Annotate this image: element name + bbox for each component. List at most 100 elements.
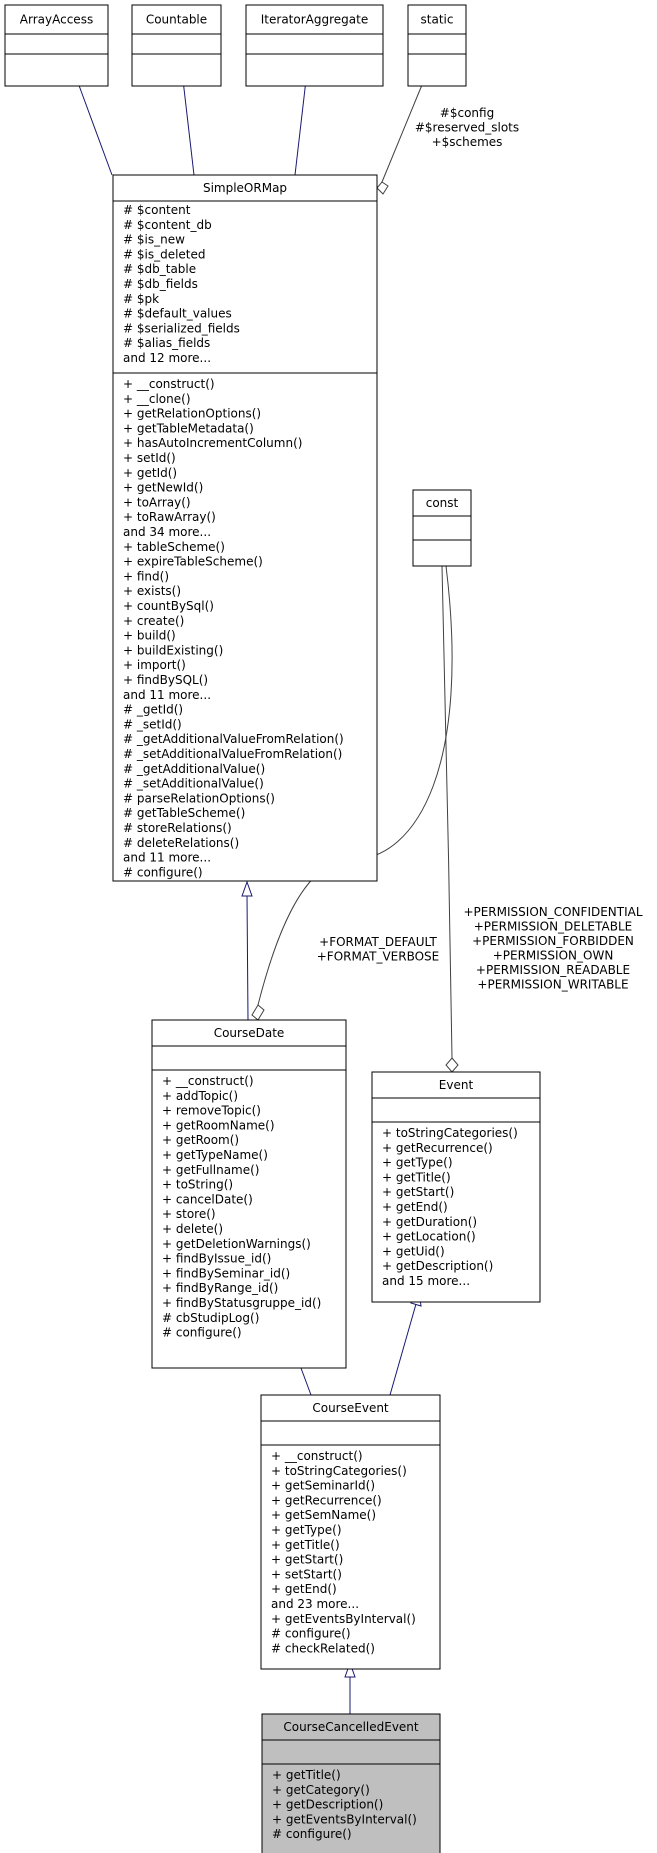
diamond-sorm	[376, 181, 389, 195]
class-method: + getNewId()	[123, 481, 203, 495]
class-method: + getDuration()	[382, 1215, 477, 1229]
class-method: # storeRelations()	[123, 821, 232, 835]
class-name: const	[426, 496, 459, 510]
class-method: + exists()	[123, 584, 181, 598]
class-method: and 34 more...	[123, 525, 211, 539]
edge-sorm-to-arrayaccess	[76, 79, 113, 176]
class-method: + toRawArray()	[123, 510, 216, 524]
class-event: Event+ toStringCategories()+ getRecurren…	[371, 1071, 541, 1303]
class-method: + getDescription()	[382, 1259, 493, 1273]
class-method: + getTitle()	[272, 1768, 341, 1782]
edge-coursedate-to-sorm	[246, 894, 249, 1021]
class-array-access: ArrayAccess	[4, 4, 109, 87]
class-method: + getCategory()	[272, 1783, 370, 1797]
class-method: + getTableMetadata()	[123, 421, 254, 435]
class-name: CourseDate	[214, 1026, 285, 1040]
class-name: CourseEvent	[312, 1401, 389, 1415]
class-method: + getRoomName()	[162, 1118, 275, 1132]
class-box-border	[260, 1394, 441, 1670]
class-box-border	[412, 489, 472, 567]
class-method: + getType()	[382, 1156, 453, 1170]
class-method: + getId()	[123, 466, 177, 480]
class-method: + import()	[123, 658, 186, 672]
edge-label: +PERMISSION_READABLE	[476, 963, 630, 977]
class-method: + findByStatusgruppe_id()	[162, 1296, 321, 1310]
edge-courseevent-to-event	[389, 1303, 417, 1396]
edge-label: #$config	[440, 106, 494, 120]
class-method: # _getAdditionalValueFromRelation()	[123, 732, 344, 746]
arrowhead-sorm	[241, 880, 253, 897]
class-attribute: # $alias_fields	[123, 336, 210, 350]
class-method: + getTypeName()	[162, 1148, 268, 1162]
class-method: + cancelDate()	[162, 1192, 253, 1206]
class-box-border	[4, 4, 109, 87]
class-method: + findByRange_id()	[162, 1281, 278, 1295]
class-method: and 15 more...	[382, 1274, 470, 1288]
edge-sorm-to-iteratoraggregate	[294, 79, 307, 176]
class-method: + __construct()	[123, 377, 215, 391]
class-attribute: # $content	[123, 203, 191, 217]
edge-label: +PERMISSION_FORBIDDEN	[472, 934, 634, 948]
class-name: Event	[439, 1078, 474, 1092]
class-method: # _setId()	[123, 717, 182, 731]
class-method: # _getAdditionalValue()	[123, 762, 265, 776]
class-method: + delete()	[162, 1222, 223, 1236]
edge-label: +PERMISSION_WRITABLE	[477, 978, 628, 992]
class-method: + getUid()	[382, 1244, 445, 1258]
class-method: + buildExisting()	[123, 643, 223, 657]
class-method: + find()	[123, 569, 169, 583]
class-method: + getEnd()	[382, 1200, 448, 1214]
class-box-border	[131, 4, 222, 87]
class-method: # configure()	[271, 1627, 351, 1641]
class-name: SimpleORMap	[203, 181, 287, 195]
class-method: # deleteRelations()	[123, 836, 239, 850]
class-box-border	[245, 4, 384, 87]
class-method: + store()	[162, 1207, 216, 1221]
class-method: + toStringCategories()	[271, 1464, 407, 1478]
class-name: IteratorAggregate	[261, 13, 368, 27]
class-attribute: # $default_values	[123, 307, 232, 321]
class-method: + getStart()	[271, 1553, 343, 1567]
diamond-event	[445, 1057, 459, 1073]
class-method: # _setAdditionalValueFromRelation()	[123, 747, 342, 761]
class-method: + toString()	[162, 1178, 233, 1192]
class-method: and 11 more...	[123, 851, 211, 865]
class-countable: Countable	[131, 4, 222, 87]
class-method: # configure()	[272, 1827, 352, 1841]
class-method: + getLocation()	[382, 1230, 476, 1244]
class-method: # parseRelationOptions()	[123, 791, 275, 805]
class-method: # checkRelated()	[271, 1641, 375, 1655]
class-method: # _getId()	[123, 703, 183, 717]
class-box-border	[112, 174, 378, 882]
class-method: + getEventsByInterval()	[272, 1812, 417, 1826]
edge-labels: #$config#$reserved_slots+$schemes+FORMAT…	[317, 106, 643, 992]
class-method: + getRecurrence()	[382, 1141, 493, 1155]
class-method: + findBySQL()	[123, 673, 208, 687]
edge-label: +FORMAT_VERBOSE	[317, 950, 440, 964]
class-method: # getTableScheme()	[123, 806, 245, 820]
edge-label: +PERMISSION_DELETABLE	[474, 920, 633, 934]
class-method: + getEventsByInterval()	[271, 1612, 416, 1626]
class-method: + tableScheme()	[123, 540, 225, 554]
edge-label: +PERMISSION_OWN	[493, 949, 614, 963]
class-method: + getRecurrence()	[271, 1493, 382, 1507]
edge-label: +FORMAT_DEFAULT	[319, 935, 437, 949]
class-method: + removeTopic()	[162, 1104, 261, 1118]
class-method: + __construct()	[162, 1074, 254, 1088]
class-method: + hasAutoIncrementColumn()	[123, 436, 302, 450]
class-method: + getSemName()	[271, 1508, 376, 1522]
class-method: + getTitle()	[271, 1538, 340, 1552]
class-attribute: # $is_deleted	[123, 247, 206, 261]
class-course-cancelled-event: CourseCancelledEvent+ getTitle()+ getCat…	[261, 1713, 441, 1853]
class-method: + findByIssue_id()	[162, 1252, 271, 1266]
class-method: + build()	[123, 629, 176, 643]
class-method: # cbStudipLog()	[162, 1311, 259, 1325]
class-method: # _setAdditionalValue()	[123, 777, 264, 791]
diamond-coursedate	[251, 1004, 265, 1021]
class-method: + __construct()	[271, 1449, 363, 1463]
class-box-border	[407, 4, 467, 87]
class-method: # configure()	[162, 1326, 242, 1340]
class-name: static	[421, 13, 454, 27]
class-method: and 23 more...	[271, 1597, 359, 1611]
edge-label: +$schemes	[432, 135, 503, 149]
